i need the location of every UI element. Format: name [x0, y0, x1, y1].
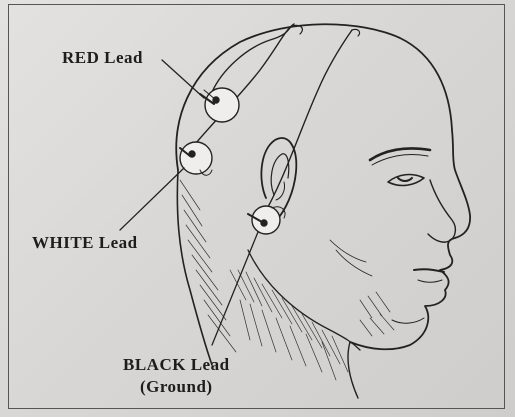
- neck-back: [177, 170, 212, 365]
- black-lead-text: BLACK Lead: [123, 354, 230, 376]
- black-lead-label: BLACK Lead (Ground): [123, 354, 230, 398]
- white-electrode: [180, 142, 212, 175]
- black-electrode: [248, 206, 285, 234]
- black-wire: [262, 30, 352, 218]
- neck-front: [348, 342, 358, 398]
- red-lead-label: RED Lead: [62, 48, 143, 68]
- white-wire: [190, 24, 294, 150]
- head-outline: [176, 24, 470, 349]
- nose: [428, 180, 455, 242]
- ground-text: (Ground): [123, 376, 230, 398]
- black-pointer: [212, 232, 258, 345]
- red-electrode: [200, 88, 239, 122]
- jaw-line: [248, 250, 360, 350]
- white-pointer: [120, 168, 184, 230]
- white-lead-label: WHITE Lead: [32, 233, 138, 253]
- eyebrow: [370, 148, 430, 160]
